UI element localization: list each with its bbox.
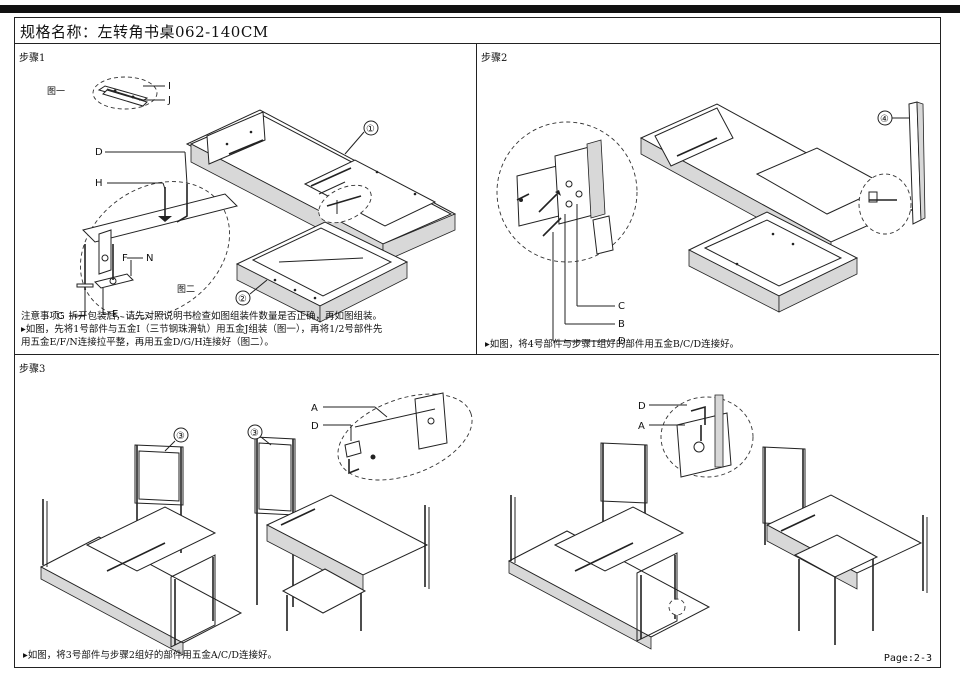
step3-drawing: ③ ③ [39, 392, 928, 656]
part-number-2: ② [238, 294, 247, 305]
instruction-sheet: 规格名称：左转角书桌062-140CM 步骤1 图一 I J [14, 17, 941, 668]
step3-detail-ellipse-left [337, 393, 473, 481]
step2-frame [639, 103, 909, 313]
step3-assembly-left-a [39, 444, 243, 656]
callout-d: D [95, 147, 103, 158]
fig-two-label: 图二 [177, 284, 195, 295]
callout-h: H [95, 178, 103, 189]
callout-e: E [112, 309, 118, 320]
step2-drawing: C B D [496, 101, 926, 347]
callout-j: J [167, 95, 171, 106]
step1-panel: 步骤1 图一 I J [15, 44, 477, 355]
step2-panel: 步骤2 C B [477, 44, 939, 355]
step1-note-2: ▸如图，先将1号部件与五金I（三节钢珠滑轨）用五金J组装（图一），再将1/2号部… [21, 324, 383, 335]
fig-two-hardware [76, 184, 238, 290]
callout-g: G [57, 311, 65, 322]
callout-d-left: D [311, 421, 319, 432]
part-number-4: ④ [880, 114, 889, 125]
spec-title: 规格名称：左转角书桌062-140CM [20, 23, 269, 41]
part-number-1: ① [366, 124, 375, 135]
step2-note: ▸如图，将4号部件与步骤1组好的部件用五金B/C/D连接好。 [485, 339, 740, 350]
step1-label: 步骤1 [19, 53, 46, 64]
connector-ellipse [318, 184, 372, 224]
step3-assembly-left-b [254, 436, 430, 631]
callout-d-step2: D [618, 336, 626, 347]
step1-note-1: 注意事项：拆开包装后，请先对照说明书检查如图组装件数量是否正确，再如图组装。 [21, 311, 383, 322]
step3-assembly-right-a [507, 442, 711, 650]
callout-a-right: A [638, 421, 645, 432]
part-number-3b: ③ [250, 428, 259, 439]
part-2-frame [235, 221, 409, 323]
callout-f: F [122, 253, 128, 264]
step2-label: 步骤2 [481, 53, 508, 64]
step3-label: 步骤3 [19, 364, 46, 375]
step3-assembly-right-b [762, 446, 928, 645]
callout-c: C [618, 301, 625, 312]
step3-detail-left-hardware [344, 392, 448, 475]
page-number: Page:2-3 [883, 653, 932, 664]
fig-one-label: 图一 [47, 86, 65, 97]
callout-n: N [146, 253, 153, 264]
callout-i: I [168, 81, 171, 92]
callout-b: B [618, 319, 625, 330]
step2-hardware [516, 139, 614, 255]
top-black-bar [0, 5, 960, 13]
part-number-3a: ③ [176, 431, 185, 442]
step2-leg-ellipse [858, 173, 912, 235]
step3-panel: 步骤3 ③ [15, 355, 940, 667]
step3-note: ▸如图，将3号部件与步骤2组好的部件用五金A/C/D连接好。 [23, 650, 278, 661]
step3-detail-right-hardware [676, 394, 732, 478]
callout-d-right: D [638, 401, 646, 412]
step1-note-3: 用五金E/F/N连接拉平整，再用五金D/G/H连接好（图二）。 [21, 337, 274, 348]
step1-drawing: 图一 I J [47, 76, 457, 323]
callout-a-left: A [311, 403, 318, 414]
title-row: 规格名称：左转角书桌062-140CM [15, 18, 940, 44]
rail-detail [97, 85, 149, 107]
